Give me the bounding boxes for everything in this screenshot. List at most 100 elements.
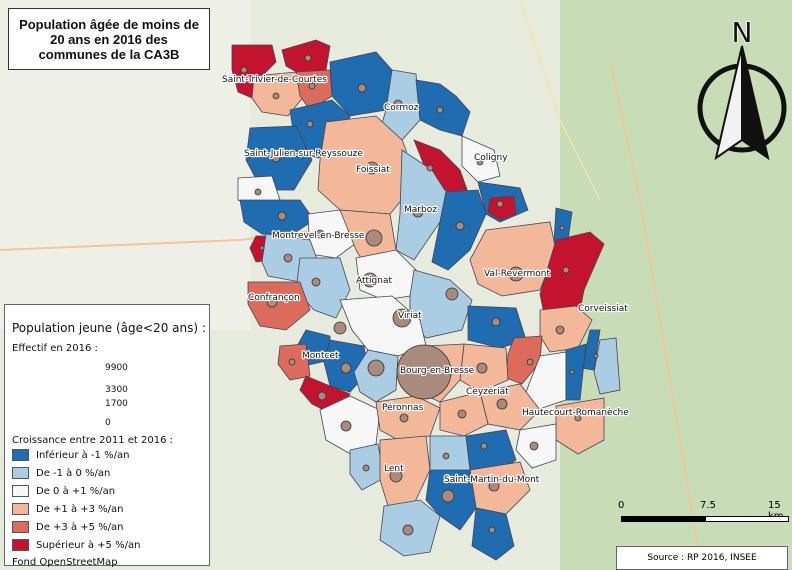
symbol xyxy=(340,420,352,432)
symbol xyxy=(496,398,508,410)
legend-swatch xyxy=(12,503,29,515)
symbol xyxy=(288,358,296,366)
symbol xyxy=(436,106,444,114)
symbol xyxy=(480,442,488,450)
place-label: Saint-Martin-du-Mont xyxy=(444,475,540,485)
symbol xyxy=(317,391,327,401)
place-label: Lent xyxy=(384,464,404,474)
symbol xyxy=(393,99,403,109)
commune xyxy=(525,351,567,411)
place-label: Coligny xyxy=(474,153,508,163)
scale-segment xyxy=(621,516,705,522)
commune xyxy=(415,79,471,137)
commune xyxy=(487,195,517,221)
symbols-layer xyxy=(240,54,599,536)
legend-size-value: 1700 xyxy=(105,399,128,409)
north-arrow-right xyxy=(741,45,770,161)
symbol xyxy=(526,358,534,366)
symbol xyxy=(445,287,459,301)
legend-title: Population jeune (âge<20 ans) : xyxy=(12,321,206,335)
legend-swatch xyxy=(12,521,29,533)
place-label: Val-Revermont xyxy=(484,269,550,279)
place-label: Saint-Julien-sur-Reyssouze xyxy=(244,149,363,159)
place-label: Péronnas xyxy=(382,402,424,413)
symbol xyxy=(283,253,293,263)
place-label: Corveissiat xyxy=(578,304,628,314)
legend-class-row: De +3 à +5 %/an xyxy=(12,521,124,533)
commune xyxy=(239,199,315,237)
communes-layer xyxy=(231,39,621,561)
legend-class-row: De 0 à +1 %/an xyxy=(12,485,115,497)
legend-class-label: De +1 à +3 %/an xyxy=(36,503,124,515)
legend-swatch xyxy=(12,539,29,551)
basemap-road xyxy=(609,59,701,561)
commune xyxy=(469,221,557,297)
legend-class-row: De -1 à 0 %/an xyxy=(12,467,110,479)
symbol-bourg-en-bresse xyxy=(396,344,452,400)
basemap-relief xyxy=(560,0,792,570)
commune xyxy=(539,231,605,325)
symbol xyxy=(362,464,370,472)
symbol xyxy=(266,296,278,308)
north-letter: N xyxy=(732,16,753,49)
symbol xyxy=(508,266,524,282)
commune xyxy=(409,269,473,339)
symbol xyxy=(529,441,539,451)
legend-size-title: Effectif en 2016 : xyxy=(12,343,98,354)
legend-panel: Population jeune (âge<20 ans) : Effectif… xyxy=(4,304,210,568)
legend-class-label: De +3 à +5 %/an xyxy=(36,521,124,533)
place-label: Bourg-en-Bresse xyxy=(400,366,475,376)
symbol xyxy=(488,480,500,492)
symbol xyxy=(496,200,504,208)
symbol xyxy=(259,245,265,251)
symbol xyxy=(306,120,314,128)
place-label: Montrevel-en-Bresse xyxy=(272,231,365,241)
legend-class-row: Supérieur à +5 %/an xyxy=(12,539,140,551)
scale-label: 7.5 xyxy=(700,500,716,511)
symbol xyxy=(457,409,467,419)
labels-layer: Saint-Trivier-de-Courtes Coligny Cormoz … xyxy=(221,74,631,486)
symbol xyxy=(365,229,383,247)
symbol xyxy=(593,353,599,359)
symbol xyxy=(426,164,434,172)
symbol xyxy=(362,272,378,288)
symbol xyxy=(442,452,450,460)
basemap-road xyxy=(519,0,601,201)
symbol xyxy=(272,92,280,100)
symbol xyxy=(488,526,496,534)
symbol xyxy=(365,161,379,175)
place-label: Saint-Trivier-de-Courtes xyxy=(222,75,327,85)
symbol xyxy=(240,66,248,74)
legend-swatch xyxy=(12,485,29,497)
symbol xyxy=(491,317,501,327)
legend-swatch xyxy=(12,467,29,479)
symbol xyxy=(304,54,312,62)
symbol xyxy=(333,321,347,335)
symbol xyxy=(555,325,565,335)
basemap-credit: Fond OpenStreetMap xyxy=(12,557,118,568)
commune xyxy=(505,335,543,385)
legend-class-label: Supérieur à +5 %/an xyxy=(36,539,141,551)
source-note: Source : RP 2016, INSEE xyxy=(616,546,788,570)
symbol xyxy=(389,469,403,483)
symbol xyxy=(455,221,465,231)
map-title: Population âgée de moins de 20 ans en 20… xyxy=(19,16,199,62)
legend-class-label: De 0 à +1 %/an xyxy=(36,485,116,497)
symbol xyxy=(559,225,565,231)
legend-size-value: 3300 xyxy=(105,385,128,395)
legend-class-label: De -1 à 0 %/an xyxy=(36,467,111,479)
commune xyxy=(593,337,621,395)
legend-size-value: 0 xyxy=(105,418,111,428)
scale-label: 0 xyxy=(618,500,625,511)
commune xyxy=(471,507,515,561)
symbol xyxy=(562,266,570,274)
symbol xyxy=(271,153,281,163)
symbol xyxy=(441,489,455,503)
symbol xyxy=(412,206,424,218)
place-label: Montcet xyxy=(302,351,339,361)
symbol xyxy=(357,83,367,93)
place-label: Ceyzériat xyxy=(466,386,509,397)
place-label: Confrançon xyxy=(248,293,300,303)
commune xyxy=(395,149,447,261)
